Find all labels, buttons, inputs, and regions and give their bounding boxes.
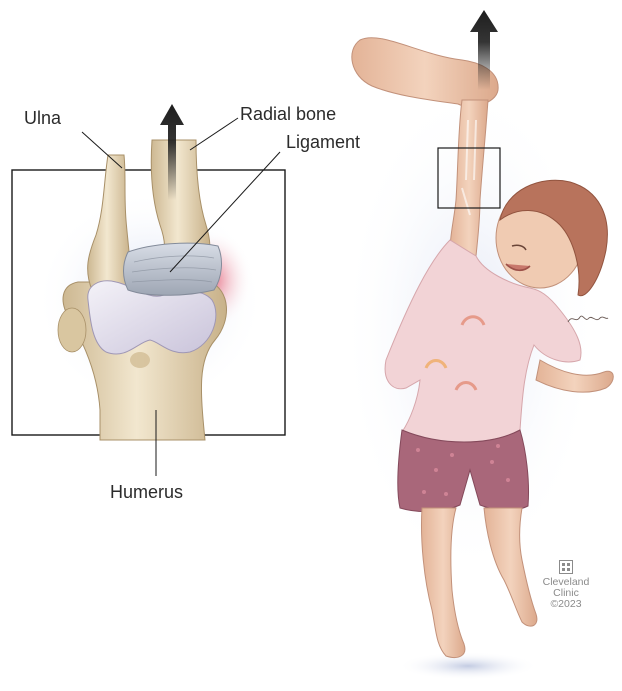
ulna-leader-line [82,132,122,168]
adult-hand [352,38,498,107]
label-humerus: Humerus [110,482,183,503]
artist-signature [566,312,610,329]
credit-line-3: ©2023 [536,599,596,610]
label-ulna: Ulna [24,108,61,129]
cleveland-clinic-logo-icon [559,560,573,574]
label-radial-bone: Radial bone [240,104,336,125]
floor-shadow [398,652,538,680]
elbow-detail [12,104,285,476]
cleveland-clinic-credit: Cleveland Clinic ©2023 [536,560,596,610]
radial-leader-line [190,118,238,150]
label-ligament: Ligament [286,132,360,153]
humerus-fossa [130,352,150,368]
humerus-epicondyle [58,308,86,352]
